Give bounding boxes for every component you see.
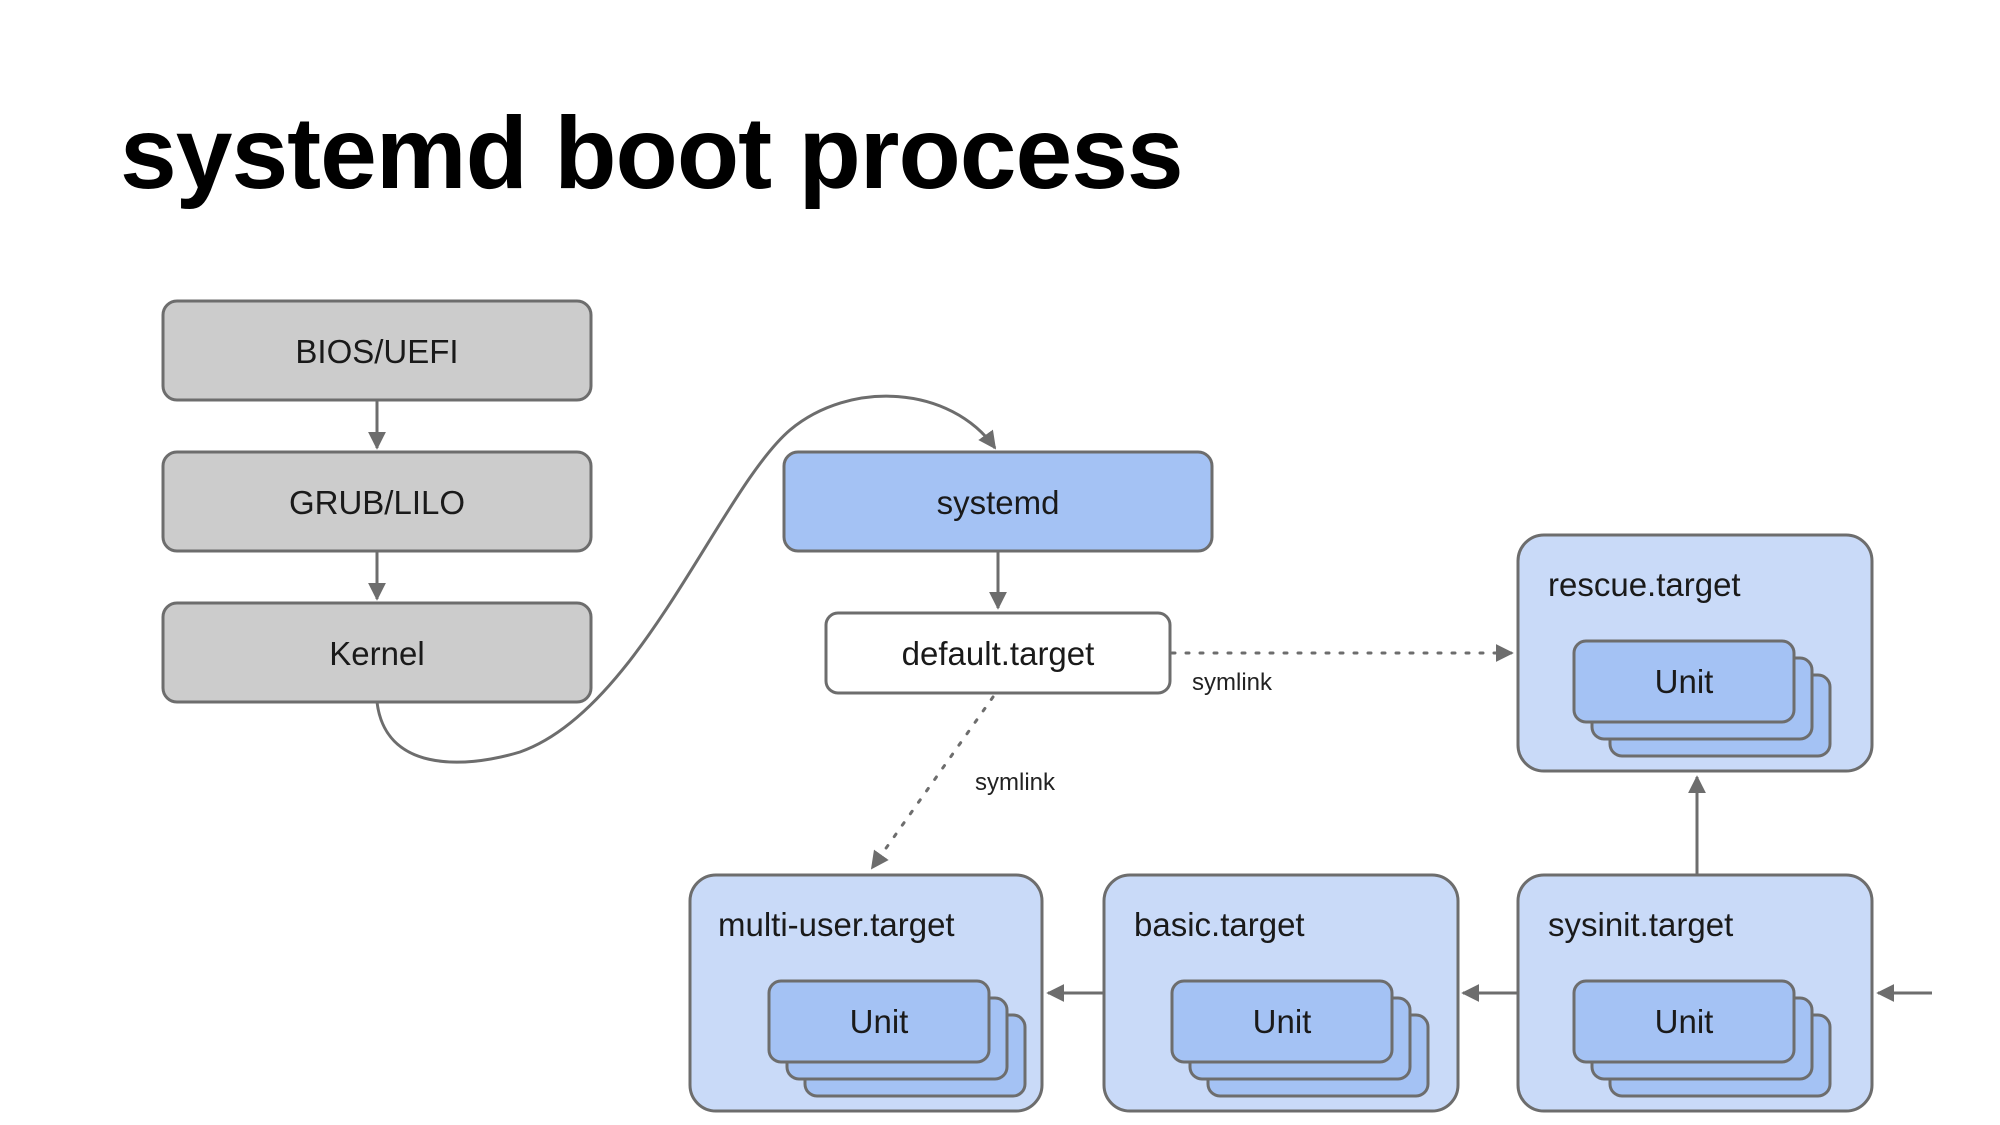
rescue-unit-stack: Unit <box>1572 639 1832 758</box>
kernel-to-systemd-curve <box>375 394 997 764</box>
grub-node: GRUB/LILO <box>161 450 593 553</box>
systemd-node: systemd <box>782 450 1214 553</box>
multi-user-target-label: multi-user.target <box>718 906 955 943</box>
sysinit-unit-stack: Unit <box>1572 979 1832 1098</box>
kernel-node: Kernel <box>161 601 593 704</box>
basic-target-node: basic.target Unit <box>1102 873 1460 1113</box>
sysinit-target-node: sysinit.target Unit <box>1516 873 1874 1113</box>
multi-user-target-node: multi-user.target Unit <box>688 873 1044 1113</box>
default-target-node: default.target <box>824 611 1172 695</box>
sysinit-target-label: sysinit.target <box>1548 906 1733 943</box>
grub-label: GRUB/LILO <box>289 484 465 521</box>
systemd-label: systemd <box>937 484 1060 521</box>
symlink-label-multi-user: symlink <box>975 769 1056 796</box>
rescue-target-label: rescue.target <box>1548 566 1741 603</box>
default-target-label: default.target <box>902 635 1095 672</box>
multi-user-unit-stack: Unit <box>767 979 1027 1098</box>
bios-label: BIOS/UEFI <box>295 333 458 370</box>
slide-title: systemd boot process <box>120 96 1184 210</box>
multi-user-unit-label: Unit <box>850 1003 909 1040</box>
bios-node: BIOS/UEFI <box>161 299 593 402</box>
rescue-unit-label: Unit <box>1655 663 1714 700</box>
basic-target-label: basic.target <box>1134 906 1305 943</box>
basic-unit-label: Unit <box>1253 1003 1312 1040</box>
symlink-label-rescue: symlink <box>1192 669 1273 696</box>
rescue-target-node: rescue.target Unit <box>1516 533 1874 773</box>
sysinit-unit-label: Unit <box>1655 1003 1714 1040</box>
basic-unit-stack: Unit <box>1170 979 1430 1098</box>
kernel-label: Kernel <box>329 635 424 672</box>
